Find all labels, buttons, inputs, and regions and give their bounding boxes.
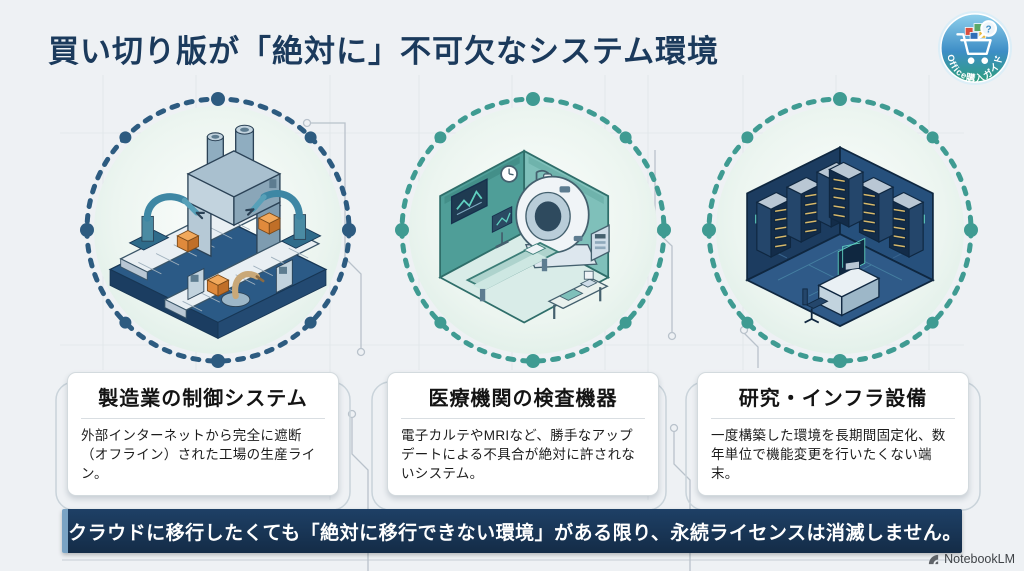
illustration-circle-manufacturing bbox=[78, 90, 358, 370]
banner-text: クラウドに移行したくても「絶対に移行できない環境」がある限り、永続ライセンスは消… bbox=[68, 522, 962, 544]
card-body: 電子カルテやMRIなど、勝手なアップデートによる不具合が絶対に許されないシステム… bbox=[401, 428, 636, 482]
office-guide-badge: ? Office購入ガイド bbox=[936, 9, 1014, 87]
card-medical: 医療機関の検査機器 電子カルテやMRIなど、勝手なアップデートによる不具合が絶対… bbox=[387, 372, 659, 497]
illustration-circle-servers bbox=[700, 90, 980, 370]
card-manufacturing: 製造業の制御システム 外部インターネットから完全に遮断（オフライン）された工場の… bbox=[67, 372, 339, 497]
server-room-illustration bbox=[745, 145, 935, 328]
factory-robotic-line-illustration bbox=[108, 124, 328, 340]
card-body: 一度構築した環境を長期間固定化、数年単位で機能変更を行いたくない端末。 bbox=[711, 428, 946, 482]
notebooklm-watermark: NotebookLM bbox=[927, 552, 1015, 566]
mri-room-illustration bbox=[438, 149, 611, 324]
illustration-circle-medical bbox=[393, 90, 673, 370]
card-title: 研究・インフラ設備 bbox=[711, 382, 955, 419]
notebooklm-logo-icon bbox=[928, 554, 939, 564]
svg-text:?: ? bbox=[986, 24, 992, 35]
card-title: 製造業の制御システム bbox=[81, 382, 325, 419]
card-title: 医療機関の検査機器 bbox=[401, 382, 645, 419]
page-title: 買い切り版が「絶対に」不可欠なシステム環境 bbox=[48, 34, 720, 69]
card-research-infra: 研究・インフラ設備 一度構築した環境を長期間固定化、数年単位で機能変更を行いたく… bbox=[697, 372, 969, 497]
conclusion-banner: クラウドに移行したくても「絶対に移行できない環境」がある限り、永続ライセンスは消… bbox=[62, 509, 962, 553]
watermark-text: NotebookLM bbox=[944, 552, 1015, 566]
card-body: 外部インターネットから完全に遮断（オフライン）された工場の生産ライン。 bbox=[81, 428, 316, 482]
shopping-cart-with-magnifier-icon: ? bbox=[956, 20, 998, 64]
